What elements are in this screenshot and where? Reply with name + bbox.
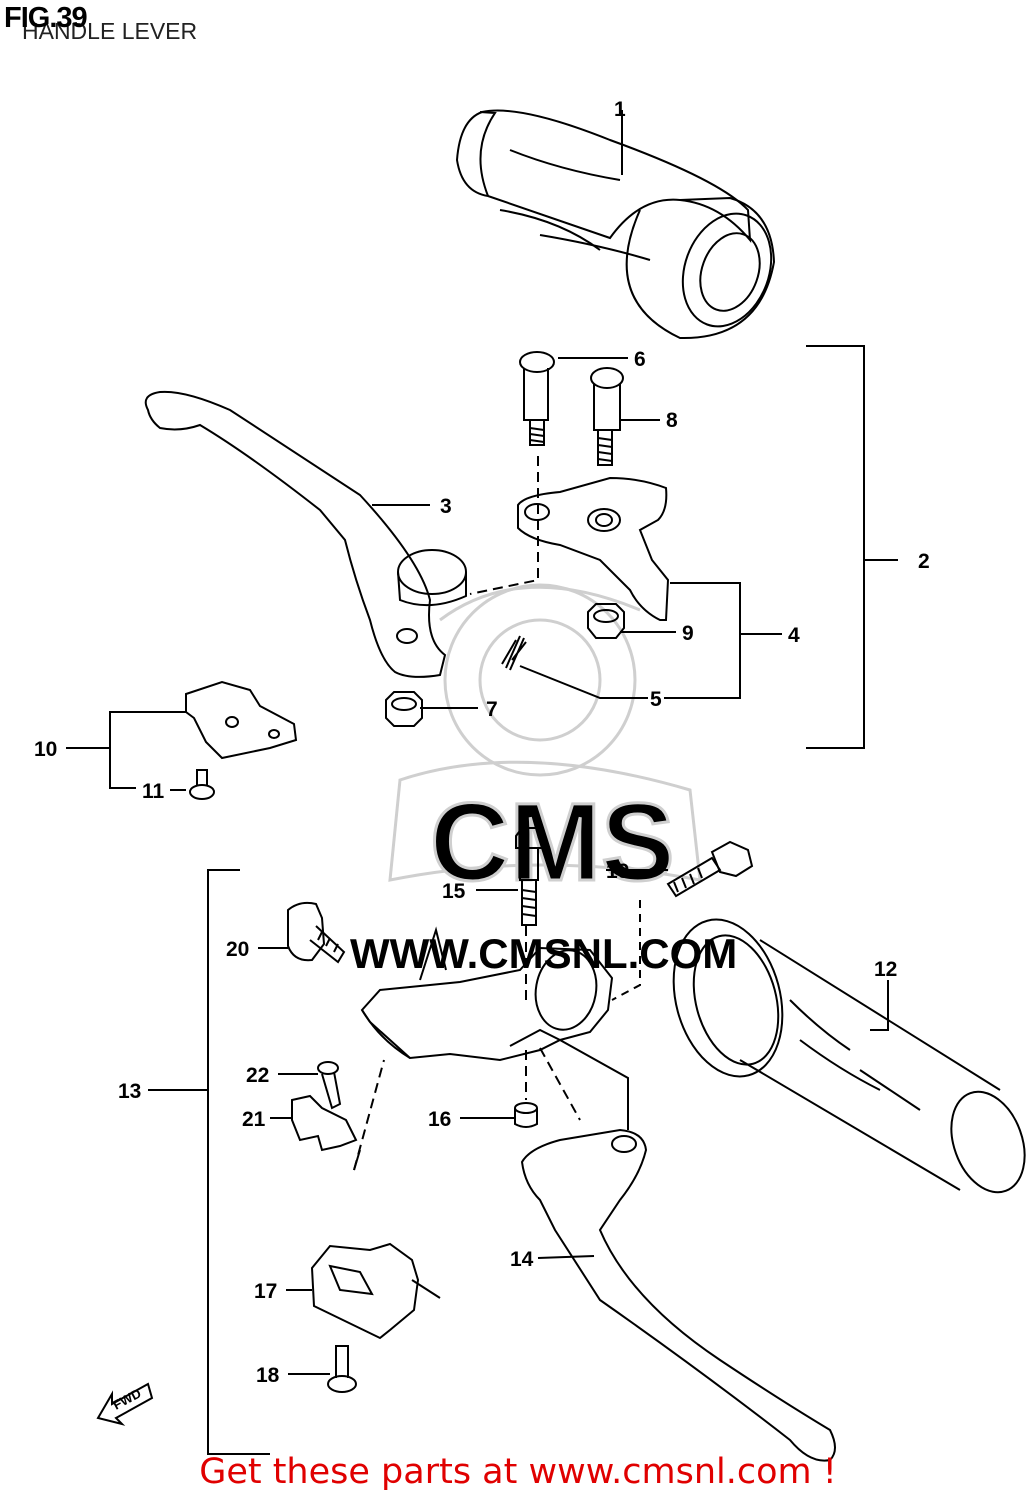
screw-22 bbox=[317, 1061, 342, 1110]
switch-10 bbox=[185, 680, 298, 760]
nut-9 bbox=[587, 603, 625, 639]
callout-2: 2 bbox=[918, 550, 930, 573]
brake-lever bbox=[144, 390, 467, 678]
callout-12: 12 bbox=[874, 958, 897, 981]
callout-5: 5 bbox=[650, 688, 662, 711]
callout-19: 19 bbox=[606, 860, 629, 883]
screw-11 bbox=[189, 769, 215, 800]
clip-21 bbox=[291, 1094, 358, 1152]
nut-16 bbox=[514, 1102, 538, 1128]
watermark-url: WWW.CMSNL.COM bbox=[350, 930, 737, 977]
figure-number: FIG.39 bbox=[4, 2, 88, 34]
screw-18 bbox=[327, 1345, 357, 1393]
diagram-title: HANDLE LEVER bbox=[22, 18, 198, 44]
callout-21: 21 bbox=[242, 1108, 266, 1131]
grip-left bbox=[672, 918, 1026, 1194]
callout-numbers: 1 2 3 4 5 6 7 8 9 10 11 12 13 14 15 16 1… bbox=[34, 98, 930, 1387]
callout-1: 1 bbox=[614, 98, 626, 121]
callout-22: 22 bbox=[246, 1064, 269, 1087]
screw-8 bbox=[590, 367, 624, 466]
callout-9: 9 bbox=[682, 622, 694, 645]
callout-18: 18 bbox=[256, 1364, 280, 1387]
screw-6 bbox=[519, 351, 555, 446]
callout-13: 13 bbox=[118, 1080, 141, 1103]
bolt-15 bbox=[515, 827, 543, 926]
callout-17: 17 bbox=[254, 1280, 277, 1303]
callout-20: 20 bbox=[226, 938, 249, 961]
callout-3: 3 bbox=[440, 495, 452, 518]
switch-17 bbox=[310, 1242, 441, 1340]
grip-right bbox=[455, 109, 776, 340]
clutch-lever bbox=[520, 1128, 836, 1462]
lever-holder bbox=[517, 476, 670, 621]
callout-7: 7 bbox=[486, 698, 498, 721]
fwd-arrow-icon: FWD bbox=[96, 1382, 154, 1426]
bolt-19 bbox=[666, 840, 754, 898]
clutch-holder bbox=[360, 946, 614, 1062]
leader-lines bbox=[66, 110, 898, 1455]
footer-link[interactable]: Get these parts at www.cmsnl.com ! bbox=[199, 1452, 837, 1492]
watermark: CMS WWW.CMSNL.COM bbox=[350, 583, 737, 977]
callout-6: 6 bbox=[634, 348, 646, 371]
callout-10: 10 bbox=[34, 738, 57, 761]
adjuster-20 bbox=[287, 901, 346, 964]
callout-14: 14 bbox=[510, 1248, 534, 1271]
nut-7 bbox=[385, 691, 423, 727]
callout-15: 15 bbox=[442, 880, 466, 903]
callout-4: 4 bbox=[788, 624, 800, 647]
callout-11: 11 bbox=[142, 780, 165, 803]
spring-5 bbox=[501, 635, 527, 671]
callout-8: 8 bbox=[666, 409, 678, 432]
watermark-logo-text: CMS bbox=[430, 781, 674, 904]
callout-16: 16 bbox=[428, 1108, 451, 1131]
